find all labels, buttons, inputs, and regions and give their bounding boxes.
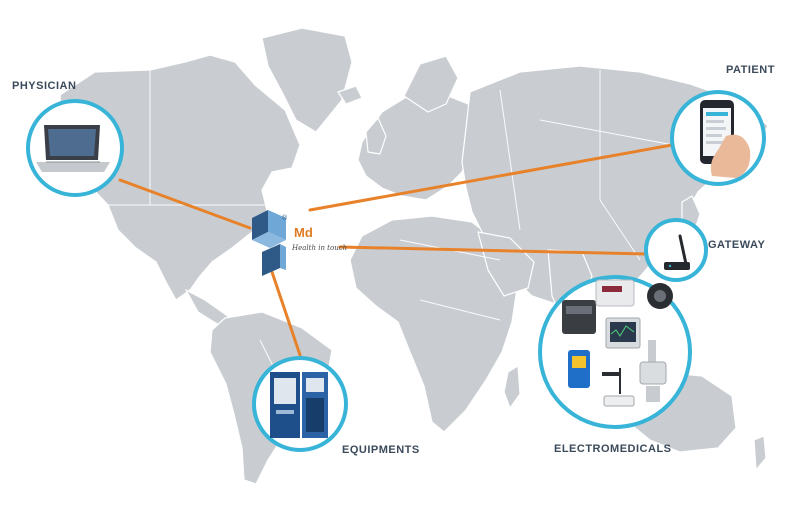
- connector-physician: [118, 178, 252, 230]
- registered-mark: ®: [282, 214, 288, 222]
- node-equipments: [252, 356, 348, 452]
- connector-equipments: [270, 270, 302, 357]
- md-logo-tagline: Health in touch: [292, 244, 348, 252]
- continent-new-zealand: [753, 435, 767, 471]
- laptop-icon: [36, 125, 110, 172]
- continent-madagascar: [503, 365, 521, 409]
- smartphone-icon: [700, 100, 751, 178]
- world-map: [59, 27, 769, 485]
- continent-iceland: [337, 85, 363, 105]
- electromedicals-label: ELECTROMEDICALS: [554, 443, 672, 455]
- connector-gateway: [338, 245, 650, 256]
- connectors: [118, 143, 674, 357]
- continent-africa: [349, 215, 519, 433]
- continent-greenland: [261, 27, 353, 133]
- connector-patient: [308, 143, 674, 212]
- patient-label: PATIENT: [726, 64, 775, 76]
- continent-scandinavia: [403, 55, 459, 113]
- md-logo-text: Md: [294, 225, 313, 240]
- router-antenna-icon: [664, 234, 690, 270]
- continent-british-isles: [365, 117, 387, 155]
- gateway-label: GATEWAY: [708, 239, 766, 251]
- physician-label: PHYSICIAN: [12, 80, 77, 92]
- node-gateway: [644, 218, 708, 282]
- equipments-label: EQUIPMENTS: [342, 444, 420, 456]
- md-logo-mark: ®: [252, 210, 288, 276]
- continent-arabia: [477, 231, 535, 297]
- medical-devices-icon: [562, 279, 673, 407]
- node-physician: [26, 99, 124, 197]
- continent-north-america: [59, 54, 301, 301]
- medical-cabinet-icon: [270, 372, 328, 438]
- node-patient: [670, 90, 766, 186]
- node-electromedicals: [538, 275, 692, 429]
